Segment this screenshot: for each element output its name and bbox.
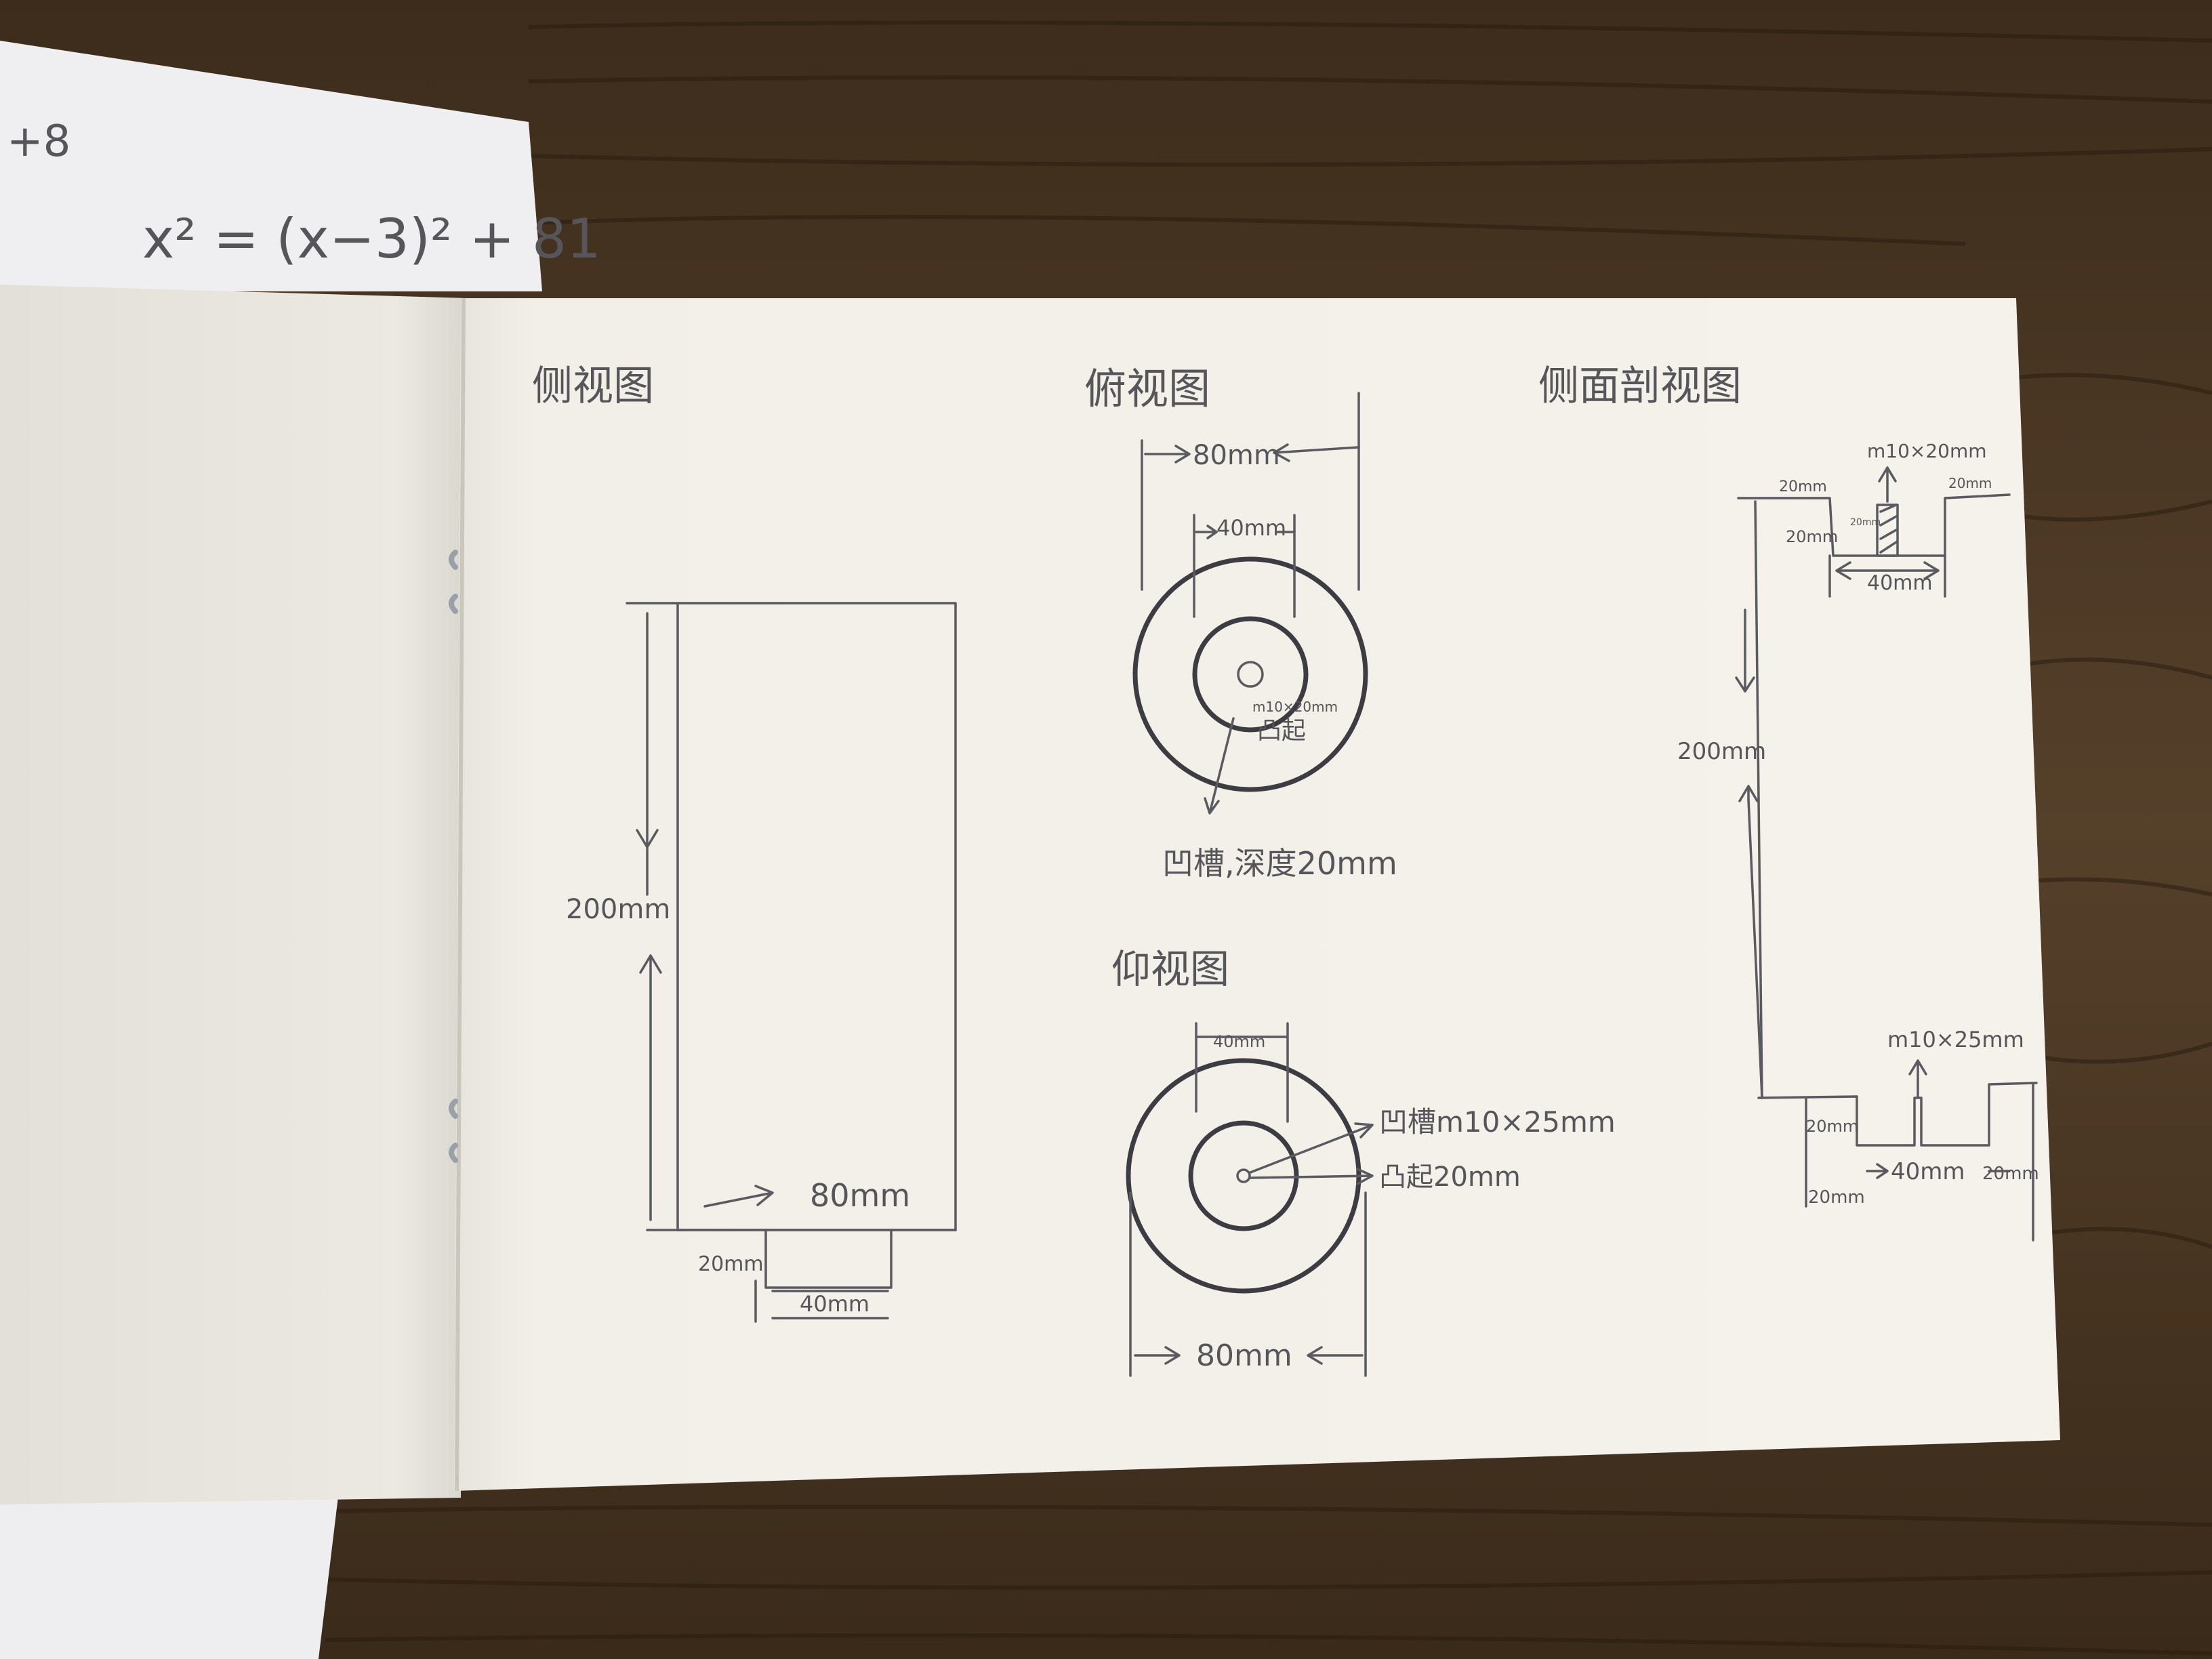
section-bottom-thread-label: m10×25mm — [1887, 1027, 2024, 1052]
notebook-right-page — [454, 298, 2060, 1491]
section-bottom-depth-label: 20mm — [1806, 1117, 1858, 1136]
bottom-inner-label: 40mm — [1213, 1032, 1265, 1051]
back-sheet — [0, 41, 542, 291]
front-view-title: 侧视图 — [532, 363, 654, 410]
top-view-drawing — [1132, 392, 1368, 815]
section-view-drawing — [1735, 466, 2038, 1242]
back-equation: x² = (x−3)² + 81 — [142, 207, 601, 270]
front-width-label: 80mm — [810, 1177, 910, 1214]
section-top-right-label: 20mm — [1948, 475, 1992, 491]
notebook-left-page — [0, 285, 468, 1504]
section-height-label: 200mm — [1677, 738, 1766, 765]
notebook-spine — [455, 298, 466, 1492]
top-view-title: 俯视图 — [1084, 364, 1210, 413]
section-bottom-left-label: 20mm — [1808, 1187, 1865, 1208]
front-step-height-label: 20mm — [698, 1252, 764, 1276]
top-diameter-label: 80mm — [1193, 440, 1280, 471]
section-top-width-label: 40mm — [1867, 571, 1933, 595]
section-bottom-width-label: 40mm — [1891, 1158, 1965, 1185]
top-groove-label: 凹槽,深度20mm — [1162, 845, 1397, 882]
section-top-left-label: 20mm — [1779, 478, 1827, 495]
top-center-note: m10×20mm — [1252, 699, 1338, 715]
back-equation-fragment: +8 — [7, 117, 70, 167]
section-view-title: 侧面剖视图 — [1538, 363, 1742, 410]
bottom-view-drawing — [1126, 1022, 1374, 1377]
front-step-width-label: 40mm — [800, 1291, 869, 1317]
section-bottom-right-label: 20mm — [1982, 1164, 2039, 1184]
bottom-view-title: 仰视图 — [1111, 946, 1229, 992]
bottom-diameter-label: 80mm — [1196, 1338, 1292, 1373]
bottom-sheet — [0, 1477, 339, 1659]
section-top-small-label: 20mm — [1850, 517, 1881, 528]
section-top-thread-label: m10×20mm — [1867, 440, 1987, 462]
front-height-label: 200mm — [566, 894, 670, 925]
wood-grain — [311, 20, 2212, 1656]
bottom-groove-label: 凹槽m10×25mm — [1379, 1105, 1616, 1139]
bottom-boss-label: 凸起20mm — [1379, 1162, 1521, 1193]
top-inner-label: 40mm — [1216, 515, 1286, 541]
section-top-depth-label: 20mm — [1786, 527, 1838, 546]
top-boss-label: 凸起 — [1257, 717, 1306, 745]
front-view-drawing — [626, 602, 957, 1323]
binding-staples — [449, 550, 458, 1163]
